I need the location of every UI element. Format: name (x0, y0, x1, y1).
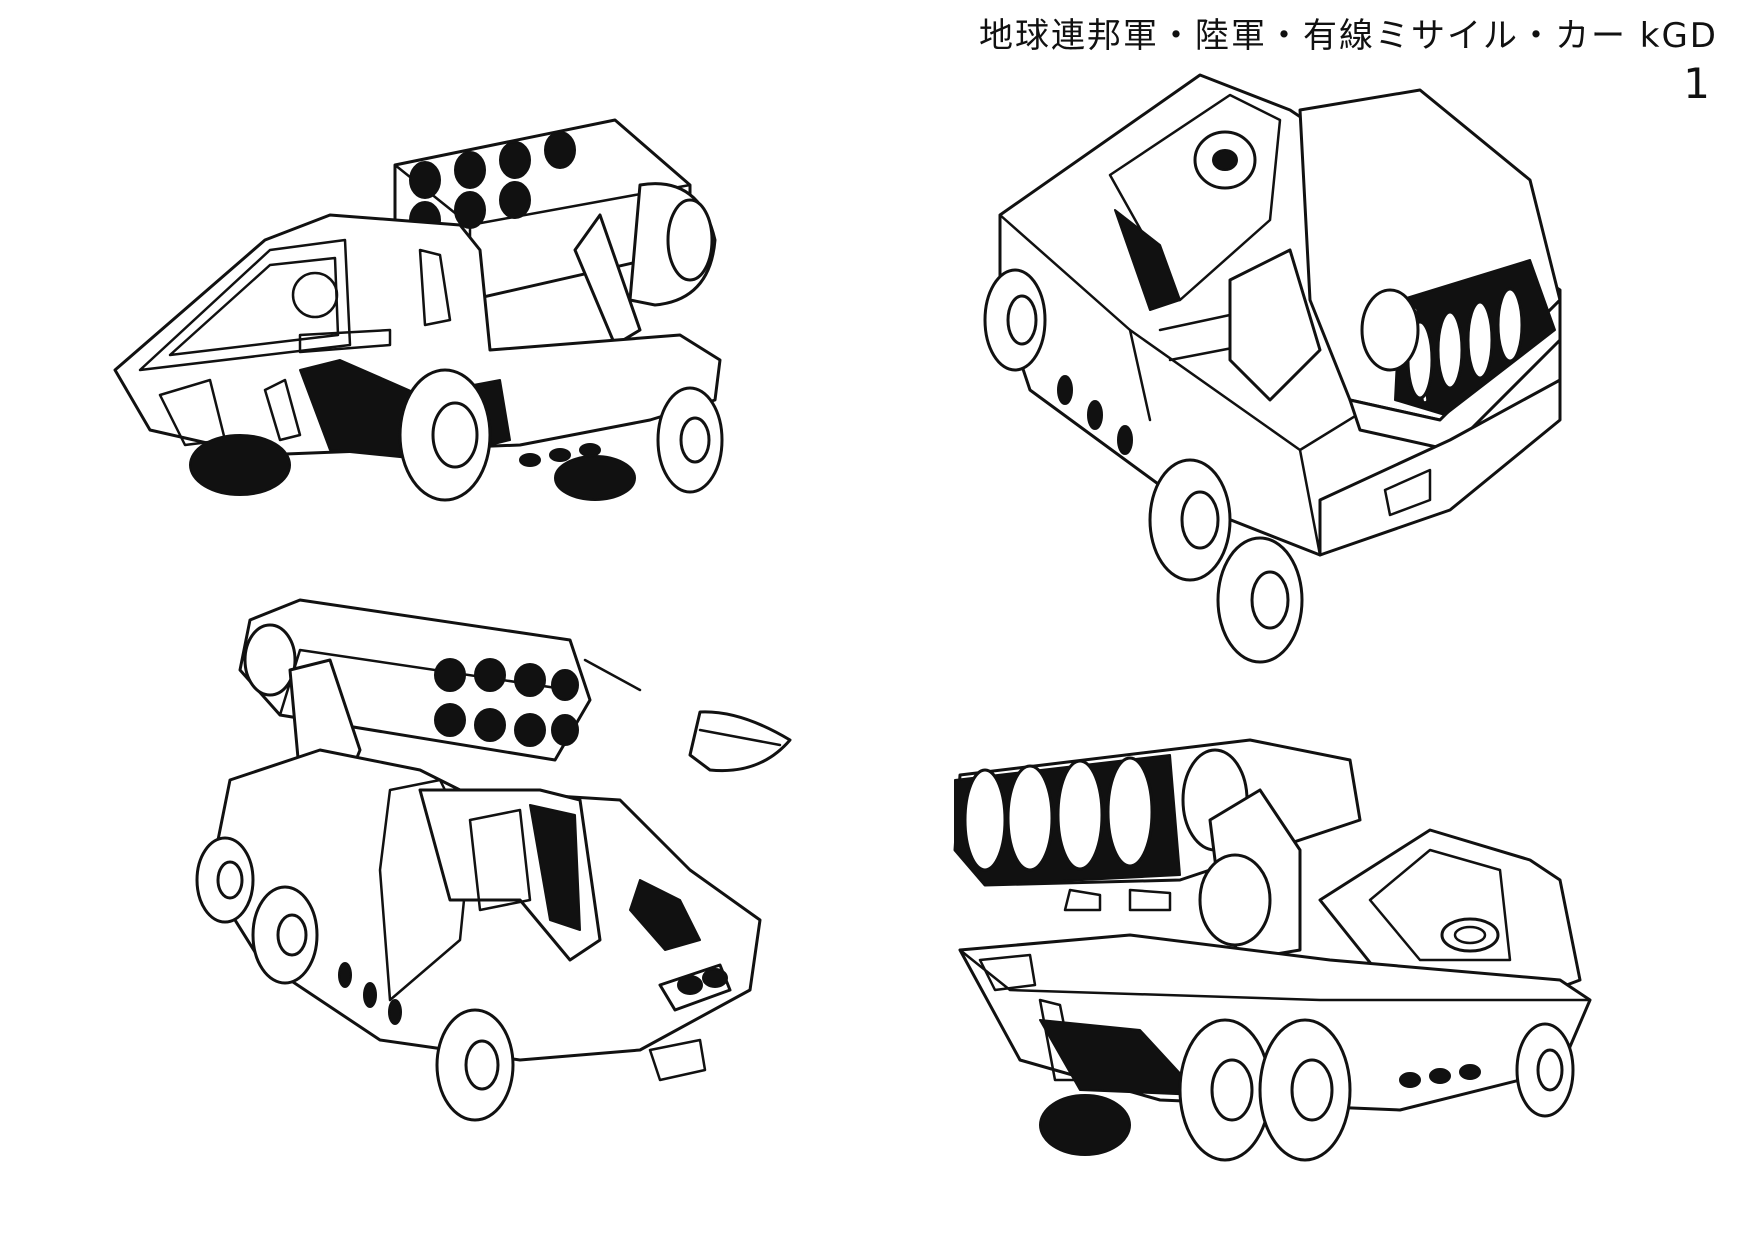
vehicle-view-front-left (113, 118, 724, 502)
vehicle-view-rear-right-top (983, 73, 1562, 664)
vehicle-view-front-right-top (195, 598, 792, 1122)
page-number: 1 (1683, 59, 1710, 108)
vehicle-view-rear-left (953, 738, 1592, 1162)
sheet-title: 地球連邦軍・陸軍・有線ミサイル・カー kGD (978, 16, 1718, 56)
sheet-caption: 地球連邦軍・陸軍・有線ミサイル・カー kGD 1 (979, 16, 1718, 108)
